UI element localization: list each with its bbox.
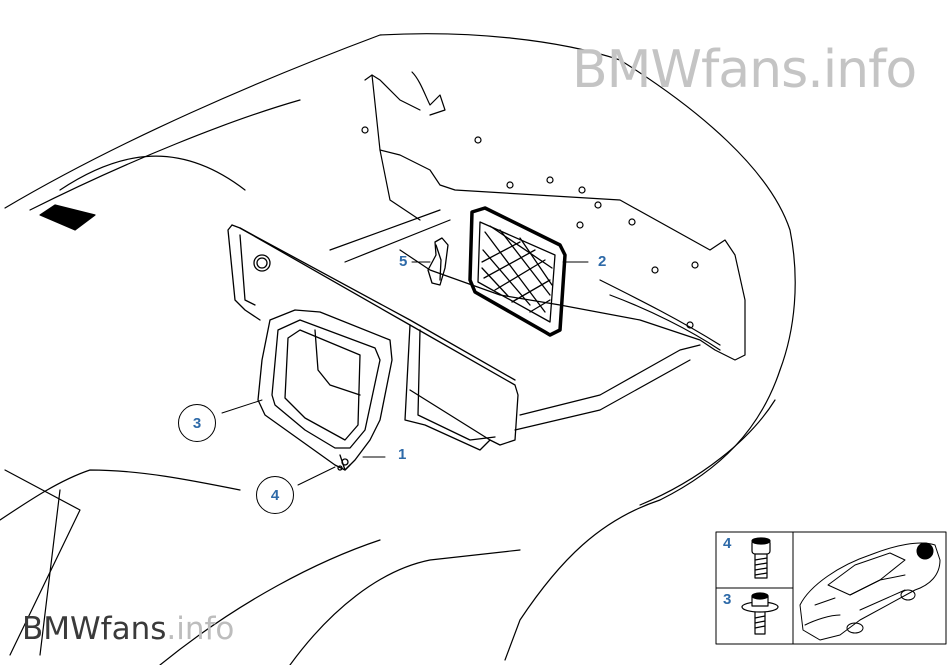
partition-panel-part-1 [227, 224, 519, 451]
car-location-icon [799, 542, 941, 641]
callout-2: 2 [598, 253, 607, 270]
watermark-bottom: BMWfans.info [22, 611, 234, 647]
reference-inset [715, 531, 947, 645]
car-body-outline [0, 33, 796, 666]
watermark-suffix: .info [166, 611, 235, 647]
callout-4-circle: 4 [256, 476, 294, 514]
clip-part-5 [427, 237, 449, 286]
callout-1: 1 [398, 446, 407, 463]
watermark-top: BMWfans.info [572, 40, 917, 100]
screw-icon [751, 537, 771, 579]
callout-3-circle: 3 [178, 404, 216, 442]
frame-part-3 [257, 309, 393, 471]
watermark-brand: BMWfans [572, 40, 808, 100]
bolt-icon [741, 592, 779, 635]
watermark-suffix: .info [807, 40, 917, 100]
inset-label-screw: 4 [723, 535, 732, 552]
callout-3: 3 [192, 414, 202, 432]
callout-4: 4 [270, 486, 280, 504]
watermark-brand: BMWfans [22, 611, 167, 647]
mesh-grille-part-2 [468, 206, 567, 337]
inset-label-bolt: 3 [723, 591, 732, 608]
leader-lines [221, 261, 589, 486]
trunk-floor [329, 209, 701, 431]
rear-shelf-panel [361, 71, 746, 361]
callout-5: 5 [399, 253, 408, 270]
